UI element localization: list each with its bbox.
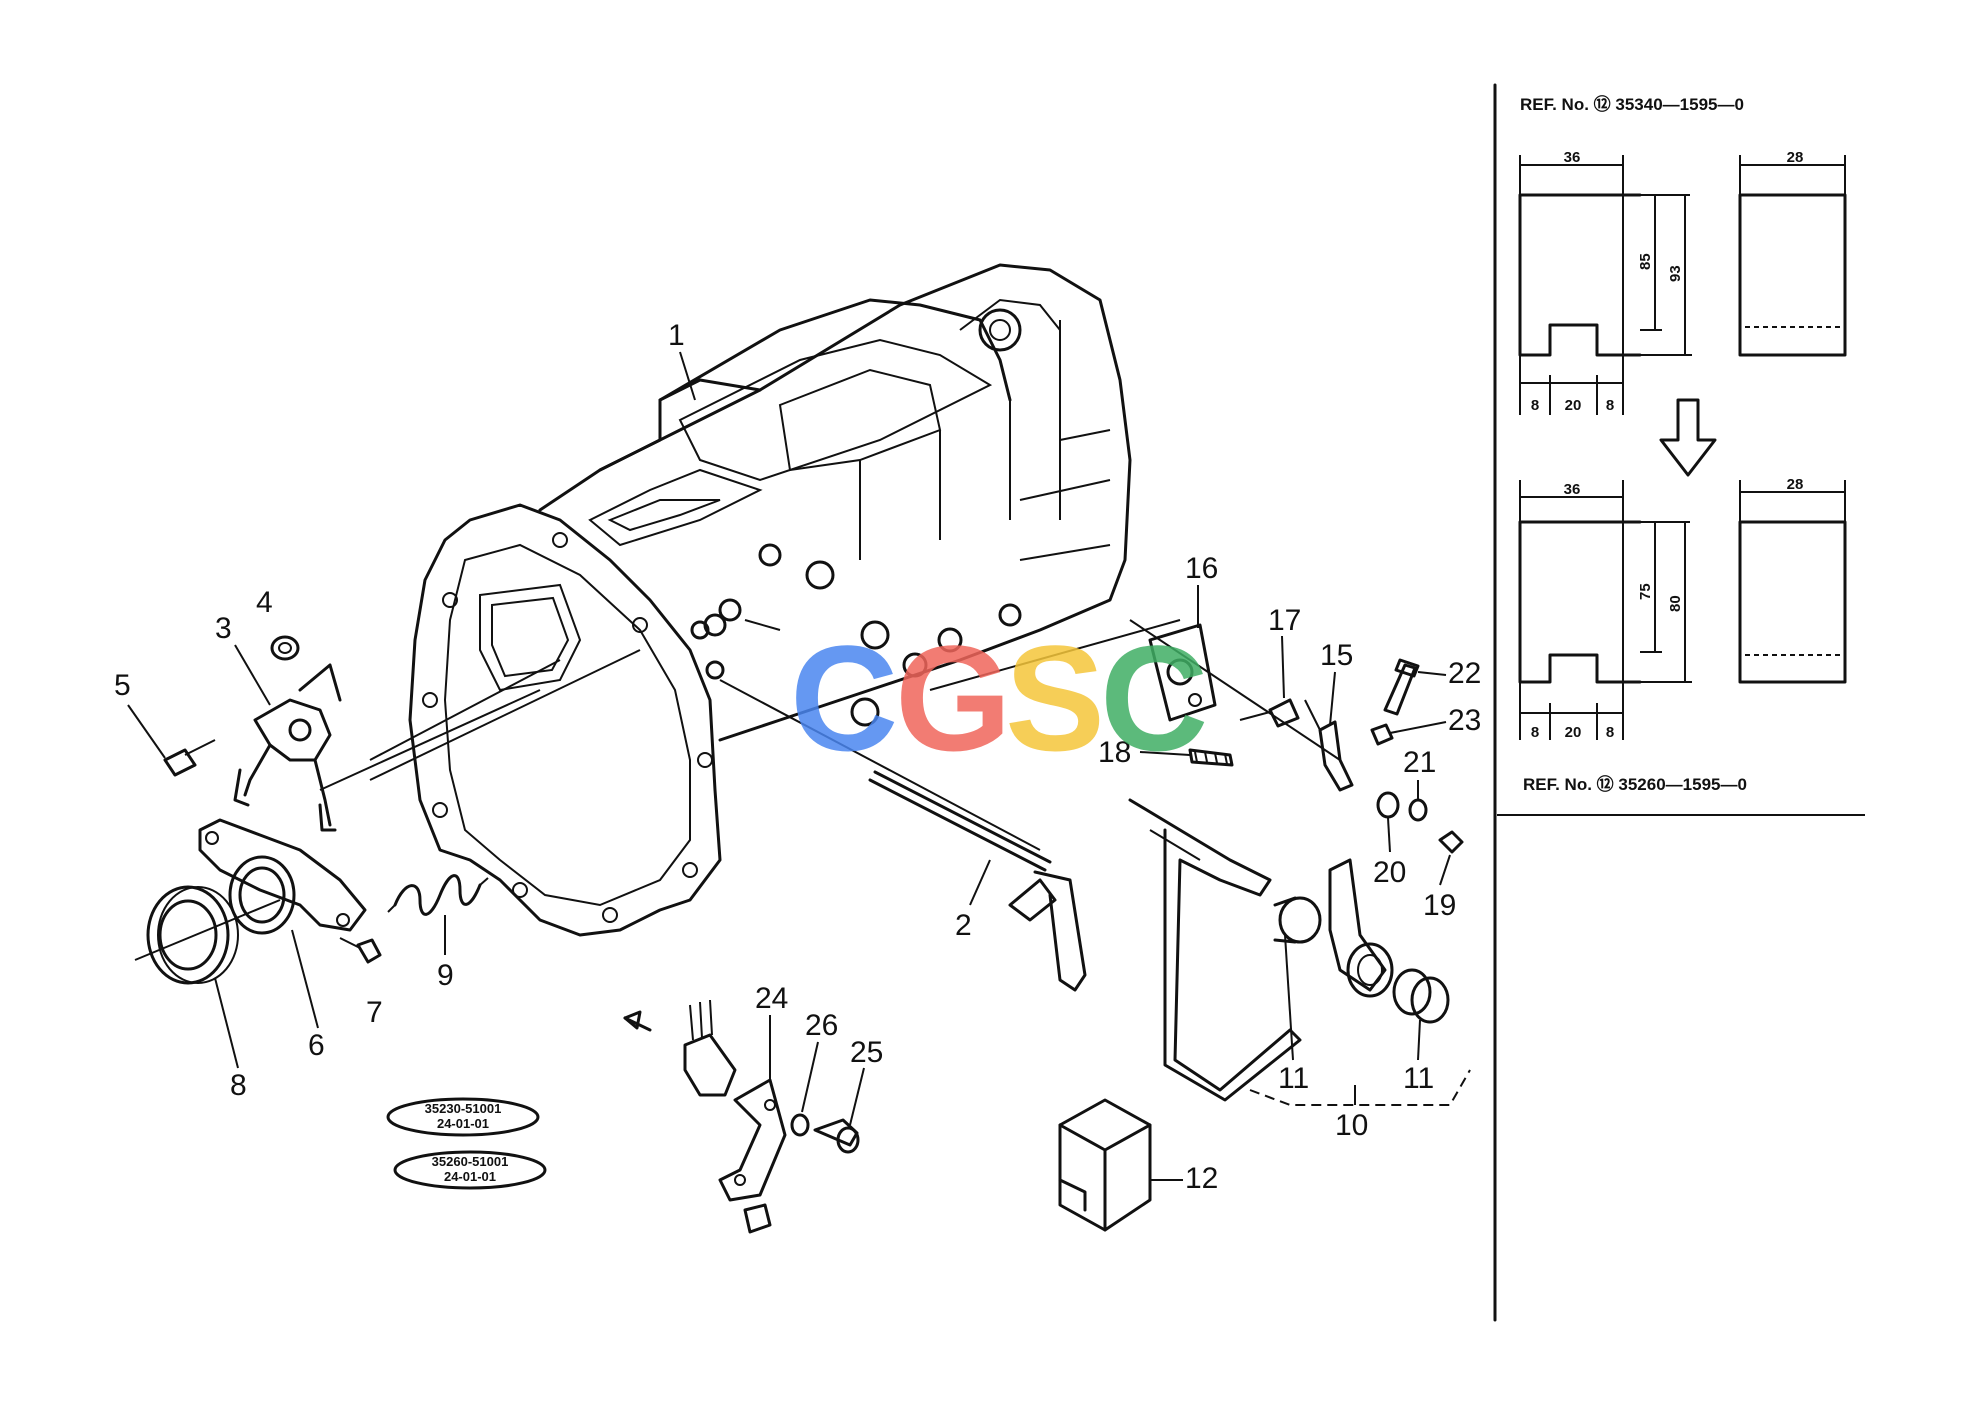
callout-20: 20 (1373, 856, 1406, 889)
bushing-11-left (1273, 896, 1322, 944)
pedal-10 (1128, 798, 1387, 1102)
shift-fork-3 (233, 698, 337, 832)
after-width-28: 28 (1787, 476, 1804, 493)
bolt-18 (1188, 748, 1234, 767)
callout-25: 25 (850, 1036, 883, 1069)
bolt-5 (163, 739, 216, 777)
before-height-93: 93 (1667, 265, 1684, 282)
watermark-letter-s: S (1005, 614, 1105, 782)
arrow-down-icon (1659, 398, 1717, 477)
callout-21: 21 (1403, 746, 1436, 779)
watermark-letter-c1: C (790, 614, 898, 782)
callout-15: 15 (1320, 639, 1353, 672)
callout-16: 16 (1185, 552, 1218, 585)
before-bottom-20: 20 (1565, 397, 1582, 414)
after-width-36: 36 (1564, 481, 1581, 498)
transmission-case (408, 263, 1132, 937)
after-height-75: 75 (1637, 583, 1654, 600)
callout-3: 3 (215, 612, 232, 645)
callout-labels: 1 2 3 4 5 6 7 8 9 10 11 11 12 15 16 17 1… (114, 319, 1481, 1195)
callout-18: 18 (1098, 736, 1131, 769)
reference-panel: REF. No. ⑫ 35340—1595—0 REF. No. ⑫ 35260… (1493, 83, 1865, 1322)
bolt-25 (813, 1118, 860, 1154)
before-diagram: 36 85 93 8 20 8 28 (1518, 149, 1847, 415)
callout-7: 7 (366, 996, 383, 1029)
oval-2-line2: 24-01-01 (444, 1169, 496, 1184)
switch-24 (683, 999, 787, 1234)
bolt-17 (1239, 698, 1300, 728)
callout-17: 17 (1268, 604, 1301, 637)
after-bottom-20: 20 (1565, 724, 1582, 741)
washer-26 (790, 1113, 810, 1137)
oval-1-line2: 24-01-01 (437, 1116, 489, 1131)
arrow-head-switch (623, 1010, 642, 1030)
callout-10: 10 (1335, 1109, 1368, 1142)
lever-15 (1304, 699, 1354, 792)
callout-19: 19 (1423, 889, 1456, 922)
after-bottom-8-right: 8 (1606, 724, 1614, 741)
watermark-logo: C G S C (790, 614, 1208, 782)
callout-5: 5 (114, 669, 131, 702)
callout-11-right: 11 (1403, 1062, 1434, 1095)
callout-22: 22 (1448, 657, 1481, 690)
before-width-28: 28 (1787, 149, 1804, 166)
before-bottom-8-right: 8 (1606, 397, 1614, 414)
ref-bottom-label: REF. No. ⑫ 35260—1595—0 (1523, 774, 1747, 794)
nut-19 (1438, 830, 1464, 854)
callout-1: 1 (668, 319, 685, 352)
callout-26: 26 (805, 1009, 838, 1042)
after-bottom-8-left: 8 (1531, 724, 1539, 741)
callout-4: 4 (256, 586, 273, 619)
oval-2-line1: 35260-51001 (432, 1154, 509, 1169)
nut-23 (1370, 723, 1394, 746)
washer-20 (1376, 791, 1400, 819)
callout-6: 6 (308, 1029, 325, 1062)
oval-stamp-2: 35260-51001 24-01-01 (393, 1150, 547, 1190)
bracket-16 (1148, 623, 1217, 722)
watermark-letter-g: G (895, 614, 1012, 782)
spring-9 (387, 874, 489, 916)
oval-1-line1: 35230-51001 (425, 1101, 502, 1116)
release-hub-6 (198, 818, 367, 935)
before-height-85: 85 (1637, 253, 1654, 270)
after-height-80: 80 (1667, 595, 1684, 612)
ref-top-label: REF. No. ⑫ 35340—1595—0 (1520, 94, 1744, 114)
pedal-bracket-dashed (1249, 1069, 1471, 1106)
nut-4 (270, 635, 300, 661)
callout-24: 24 (755, 982, 788, 1015)
oval-stamp-1: 35230-51001 24-01-01 (386, 1097, 540, 1137)
callout-9: 9 (437, 959, 454, 992)
block-12 (1058, 1098, 1152, 1232)
before-bottom-8-left: 8 (1531, 397, 1539, 414)
assembly-lines (134, 619, 1341, 961)
watermark-letter-c2: C (1100, 614, 1208, 782)
callout-2: 2 (955, 909, 972, 942)
callout-23: 23 (1448, 704, 1481, 737)
before-width-36: 36 (1564, 149, 1581, 166)
washer-21 (1408, 798, 1428, 822)
after-diagram: 36 75 80 8 20 8 28 (1518, 476, 1847, 741)
bearing-8 (146, 885, 239, 985)
grease-nipple-7 (339, 937, 382, 964)
boss-10 (1346, 942, 1394, 998)
bushing-11-right (1392, 968, 1450, 1024)
callout-12: 12 (1185, 1162, 1218, 1195)
callout-8: 8 (230, 1069, 247, 1102)
bolt-22 (1383, 658, 1420, 716)
callout-11-left: 11 (1278, 1062, 1309, 1095)
shaft-2 (868, 770, 1087, 992)
